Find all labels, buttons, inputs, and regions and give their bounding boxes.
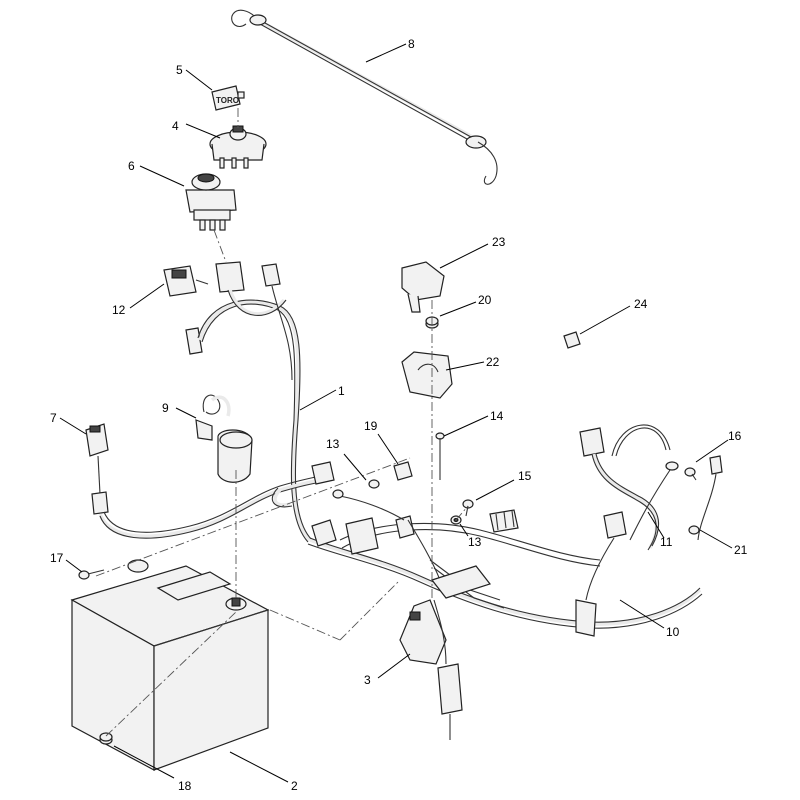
- callout-16: 16: [728, 429, 742, 443]
- part-6-pto-switch: [185, 173, 237, 231]
- callout-4: 4: [172, 119, 179, 133]
- callout-3: 3: [364, 673, 371, 687]
- assembly-lines: [95, 108, 469, 737]
- part-21-cable: [688, 455, 723, 541]
- callout-17: 17: [50, 551, 64, 565]
- part-15-connector: [489, 509, 519, 533]
- callout-21: 21: [734, 543, 748, 557]
- part-13-washer-left: [368, 479, 380, 489]
- callout-22: 22: [486, 355, 500, 369]
- callout-1: 1: [338, 384, 345, 398]
- part-17-screw: [78, 569, 105, 580]
- part-9-boot: [195, 394, 253, 483]
- part-24-clip: [563, 331, 581, 349]
- part-11-right-harness: [575, 424, 679, 637]
- part-5-key: TORO: [211, 85, 245, 111]
- callout-19: 19: [364, 419, 378, 433]
- part-23-cover: [401, 261, 445, 313]
- callout-11: 11: [660, 535, 673, 549]
- part-19-clamp: [393, 461, 413, 481]
- callout-labels: 1 2 3 4 5 6 7 8 9 10 11 12 13 13 14 15 1…: [50, 37, 748, 793]
- callout-9: 9: [162, 401, 169, 415]
- part-14-bolt: [435, 432, 445, 480]
- part-7-relay: [85, 423, 109, 515]
- part-18-nut: [99, 732, 113, 745]
- part-1-main-harness: [98, 285, 703, 629]
- part-12-hour-meter: [163, 265, 209, 297]
- part-8-hook-rod: [231, 9, 498, 185]
- callout-7: 7: [50, 411, 57, 425]
- callout-13a: 13: [326, 437, 340, 451]
- callout-14: 14: [490, 409, 504, 423]
- connectors-upper: [185, 261, 281, 355]
- callout-15: 15: [518, 469, 532, 483]
- leader-lines: [59, 43, 733, 783]
- part-4-ignition-switch: [209, 125, 267, 169]
- callout-23: 23: [492, 235, 506, 249]
- callout-6: 6: [128, 159, 135, 173]
- callout-20: 20: [478, 293, 492, 307]
- callout-24: 24: [634, 297, 648, 311]
- callout-5: 5: [176, 63, 183, 77]
- callout-10: 10: [666, 625, 680, 639]
- part-16-bolt: [684, 467, 697, 481]
- part-2-battery: [70, 559, 270, 772]
- callout-12: 12: [112, 303, 126, 317]
- part-22-fuse-block: [401, 351, 453, 399]
- callout-8: 8: [408, 37, 415, 51]
- part-15-screw: [462, 499, 474, 517]
- callout-18: 18: [178, 779, 192, 793]
- part-3-bracket: [399, 599, 463, 740]
- key-brand-label: TORO: [216, 96, 239, 105]
- callout-13b: 13: [468, 535, 482, 549]
- callout-2: 2: [291, 779, 298, 793]
